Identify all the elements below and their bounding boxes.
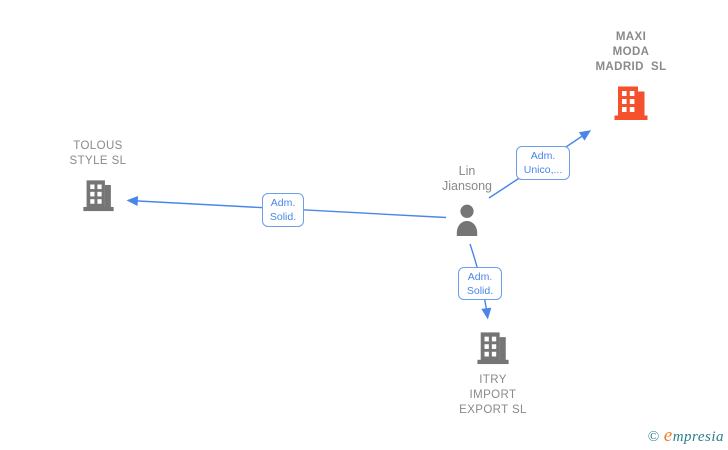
brand-rest: mpresia [672, 429, 724, 445]
company-label: TOLOUS STYLE SL [69, 140, 127, 167]
empresia-logo[interactable]: © empresia [648, 425, 724, 447]
edge-label-adm-unico[interactable]: Adm. Unico,... [516, 146, 570, 180]
building-icon [476, 331, 510, 365]
building-icon [613, 85, 649, 121]
edge-label-adm-solid-itry[interactable]: Adm. Solid. [458, 267, 502, 300]
node-lin-jiansong[interactable]: Lin Jiansong [387, 164, 547, 237]
node-maxi-moda-madrid-sl[interactable]: MAXI MODA MADRID SL [551, 30, 711, 121]
node-itry-import-export-sl[interactable]: ITRY IMPORT EXPORT SL [413, 331, 573, 418]
edge-label-adm-solid-tolous[interactable]: Adm. Solid. [262, 193, 304, 227]
brand-initial: e [663, 425, 673, 446]
building-icon [82, 179, 115, 212]
copyright-symbol: © [647, 429, 660, 445]
node-tolous-style-sl[interactable]: TOLOUS STYLE SL [18, 139, 178, 212]
company-label: MAXI MODA MADRID SL [595, 31, 667, 73]
person-icon [453, 204, 481, 237]
company-label: ITRY IMPORT EXPORT SL [459, 374, 527, 416]
person-label: Lin Jiansong [441, 164, 493, 193]
